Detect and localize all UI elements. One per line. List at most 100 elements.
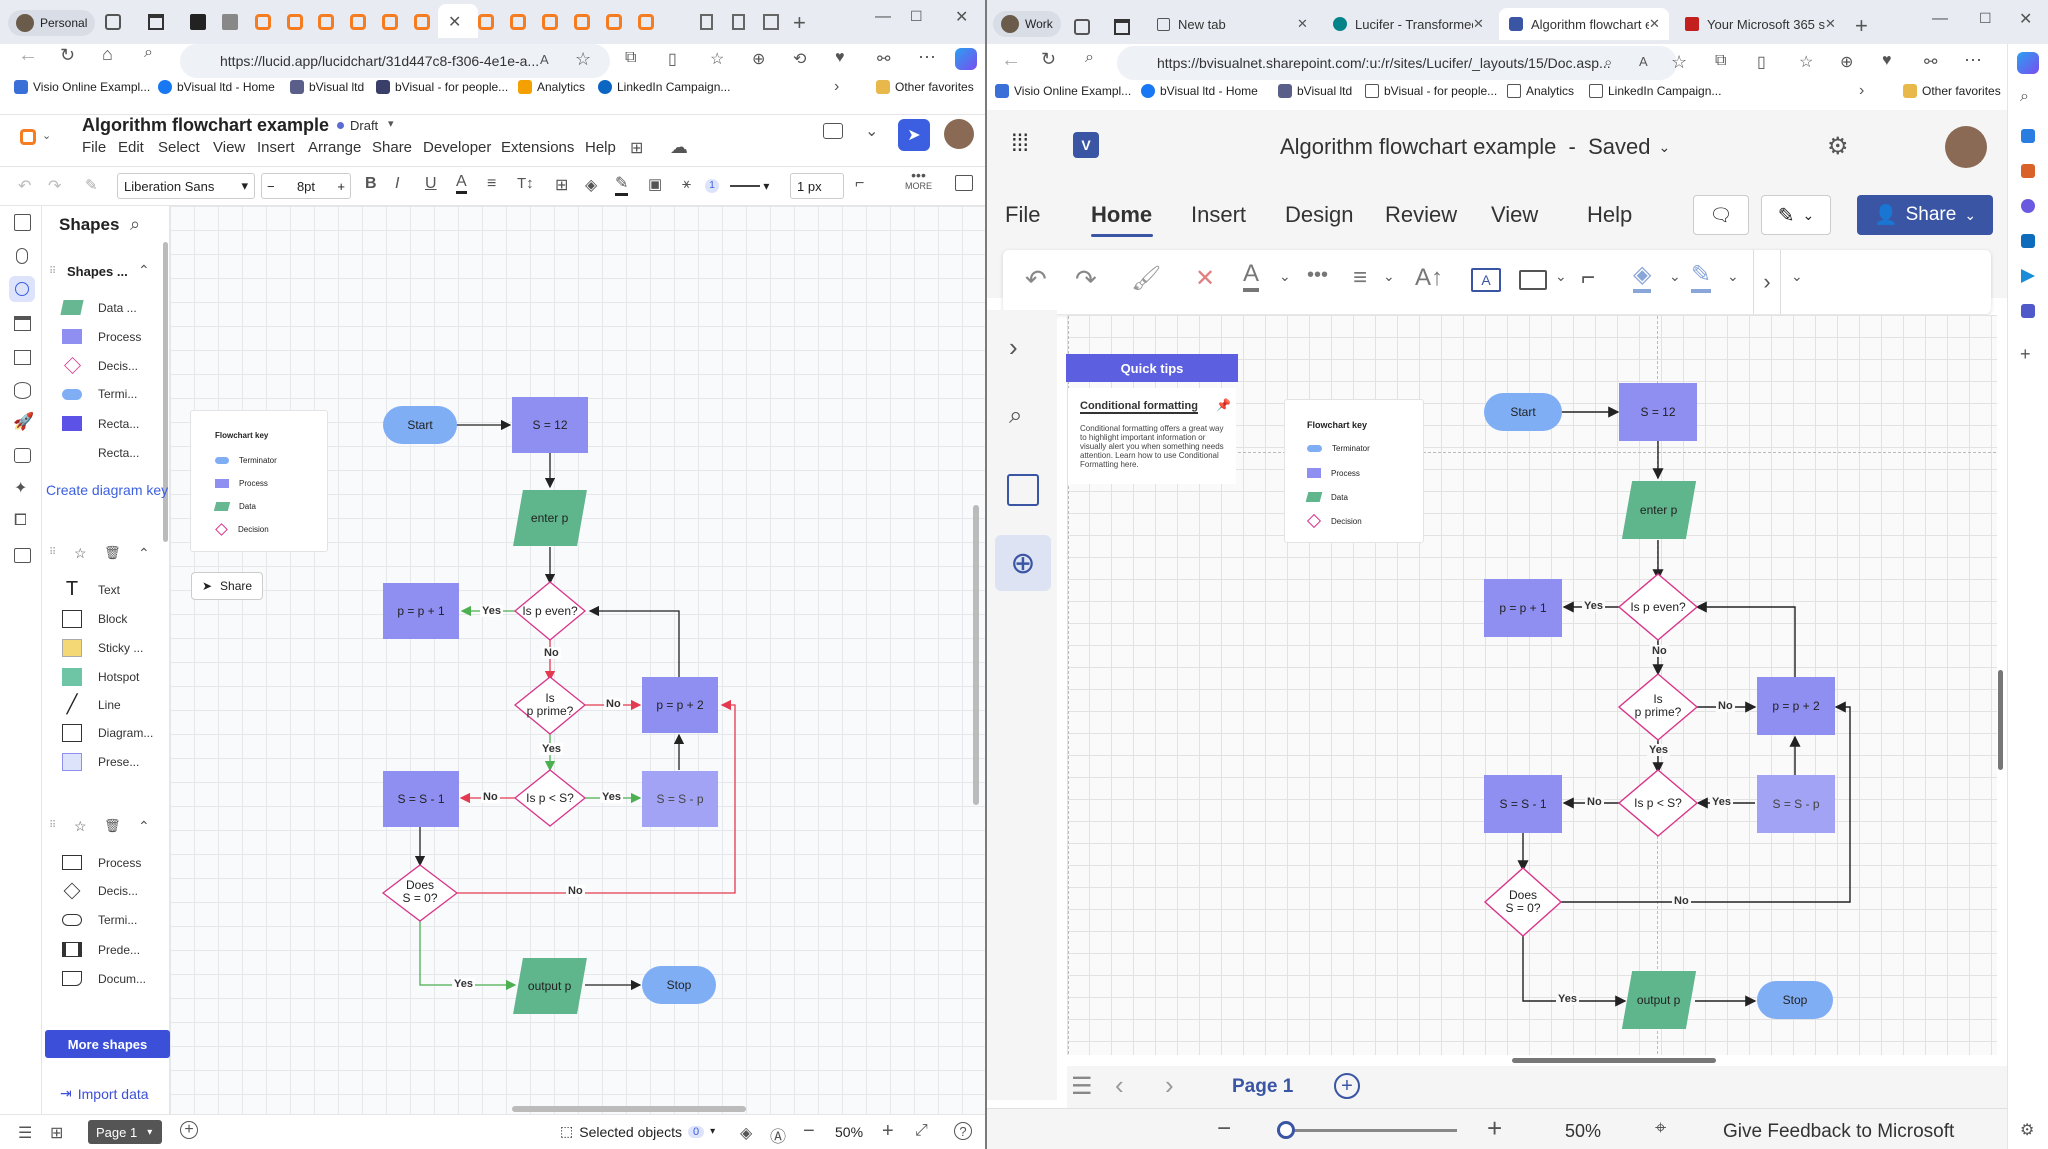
refresh-icon[interactable]: ↻ bbox=[1041, 49, 1057, 69]
font-color-icon[interactable]: A bbox=[1243, 260, 1260, 292]
more-button[interactable]: ••• MORE bbox=[905, 168, 932, 191]
decision-less[interactable]: Is p < S? bbox=[1634, 795, 1682, 810]
panel-toggle-icon[interactable] bbox=[955, 175, 973, 191]
grid-view-icon[interactable]: ⊞ bbox=[50, 1125, 64, 1142]
flowchart-key[interactable]: Flowchart key Terminator Process Data De… bbox=[190, 410, 328, 552]
gift-icon[interactable]: ⊞ bbox=[630, 140, 644, 157]
shape-icon[interactable]: ⊞ bbox=[555, 177, 569, 194]
pin-icon[interactable]: 📌 bbox=[1216, 398, 1231, 412]
lucid-logo[interactable] bbox=[20, 129, 36, 145]
lucid-tab-icon[interactable] bbox=[414, 14, 430, 30]
help-icon[interactable]: ? bbox=[954, 1122, 972, 1140]
more-icon[interactable]: ⋯ bbox=[1964, 50, 1982, 70]
fav-item[interactable]: Visio Online Exampl... bbox=[995, 84, 1131, 98]
canvas-hscrollbar[interactable] bbox=[512, 1106, 746, 1112]
chevron-down-icon[interactable]: ⌄ bbox=[42, 130, 52, 142]
shape-item[interactable]: Process bbox=[62, 329, 141, 344]
ai-icon[interactable]: ✦ bbox=[14, 480, 28, 497]
share-link-icon[interactable]: ⚯ bbox=[1924, 54, 1938, 71]
maximize-icon[interactable]: ☐ bbox=[910, 8, 923, 24]
chevron-right-icon[interactable]: › bbox=[834, 78, 840, 95]
trash-icon[interactable]: 🗑 bbox=[104, 545, 121, 560]
shape-item[interactable]: Decis... bbox=[62, 882, 138, 900]
tools-icon[interactable] bbox=[2021, 164, 2035, 178]
canvas-vscrollbar[interactable] bbox=[973, 505, 979, 805]
tab-design[interactable]: Design bbox=[1285, 202, 1354, 227]
share-send-button[interactable]: ➤ bbox=[898, 119, 930, 151]
decision-even[interactable]: Is p even? bbox=[1630, 599, 1686, 614]
tab-algorithm[interactable]: Algorithm flowchart ex✕ bbox=[1499, 8, 1669, 40]
tab-help[interactable]: Help bbox=[1587, 202, 1633, 227]
share-link-icon[interactable]: ⚯ bbox=[877, 51, 891, 68]
outlook-icon[interactable] bbox=[2021, 234, 2035, 248]
menu-view[interactable]: View bbox=[213, 139, 246, 156]
lucid-tab-icon[interactable] bbox=[638, 14, 654, 30]
next-page-icon[interactable]: › bbox=[1165, 1070, 1174, 1100]
minimize-icon[interactable]: — bbox=[1932, 10, 1948, 27]
copilot-icon[interactable] bbox=[955, 48, 977, 70]
fav-item[interactable]: LinkedIn Campaign... bbox=[598, 80, 730, 94]
more-icon[interactable]: ⋯ bbox=[918, 47, 936, 67]
lucid-tab-icon[interactable] bbox=[478, 14, 494, 30]
more-ribbon-icon[interactable]: › bbox=[1753, 250, 1781, 314]
line-color-icon[interactable]: ✎ bbox=[615, 173, 629, 196]
integrations-icon[interactable] bbox=[14, 548, 31, 563]
star-icon[interactable]: ☆ bbox=[74, 818, 87, 834]
share-float-button[interactable]: ➤Share bbox=[191, 572, 263, 600]
chevron-right-icon[interactable]: › bbox=[1859, 82, 1865, 99]
app-tab-icon[interactable] bbox=[222, 14, 238, 30]
fit-screen-icon[interactable]: ⤢ bbox=[915, 1122, 928, 1139]
fav-item[interactable]: bVisual - for people... bbox=[1365, 84, 1497, 98]
rocket-icon[interactable]: 🚀 bbox=[13, 412, 35, 431]
feedback-link[interactable]: Give Feedback to Microsoft bbox=[1723, 1121, 1955, 1142]
scrollbar[interactable] bbox=[163, 242, 168, 542]
selected-objects[interactable]: ⬚ Selected objects 0 ▾ bbox=[560, 1123, 715, 1140]
quick-tips-header[interactable]: Quick tips bbox=[1066, 354, 1238, 382]
favorite-star-icon[interactable]: ☆ bbox=[1671, 52, 1688, 72]
pages-icon[interactable] bbox=[14, 214, 31, 231]
shape-item[interactable]: Sticky ... bbox=[62, 639, 143, 657]
lucid-tab-icon[interactable] bbox=[382, 14, 398, 30]
fav-item[interactable]: bVisual ltd bbox=[290, 80, 364, 94]
comments-button[interactable]: 🗨 bbox=[1693, 195, 1749, 235]
search-icon[interactable]: ⌕ bbox=[2020, 88, 2029, 105]
process-p1[interactable]: p = p + 1 bbox=[383, 583, 459, 639]
page-tab[interactable]: Page 1▾ bbox=[88, 1120, 162, 1144]
italic-button[interactable]: I bbox=[395, 175, 400, 192]
process-p2[interactable]: p = p + 2 bbox=[1757, 677, 1835, 735]
settings-icon[interactable]: ⚙ bbox=[1827, 133, 1849, 160]
document-title[interactable]: Algorithm flowchart example - Saved⌄ bbox=[1280, 134, 1670, 160]
section1-title[interactable]: Shapes ... bbox=[67, 264, 128, 279]
fav-item[interactable]: bVisual - for people... bbox=[376, 80, 508, 94]
shape-item[interactable]: Hotspot bbox=[62, 668, 139, 686]
add-page-icon[interactable]: + bbox=[1334, 1073, 1360, 1099]
fav-item[interactable]: bVisual ltd - Home bbox=[1141, 84, 1258, 98]
text-size-icon[interactable]: A↑ bbox=[1415, 264, 1444, 291]
search-icon[interactable]: ⌕ bbox=[1009, 402, 1023, 429]
close-tab-icon[interactable]: ✕ bbox=[1473, 16, 1484, 31]
new-tab-icon[interactable]: + bbox=[1855, 13, 1868, 38]
fill-icon[interactable]: ◈ bbox=[1633, 260, 1652, 293]
menu-select[interactable]: Select bbox=[158, 139, 200, 156]
split-screen-icon[interactable]: ▯ bbox=[668, 51, 677, 68]
minus-icon[interactable]: − bbox=[267, 178, 275, 194]
fav-item[interactable]: Analytics bbox=[1507, 84, 1574, 98]
data-output-p[interactable]: output p bbox=[1621, 971, 1697, 1029]
menu-edit[interactable]: Edit bbox=[118, 139, 144, 156]
copilot-icon[interactable] bbox=[2017, 52, 2039, 74]
textbox-icon[interactable]: A bbox=[1471, 268, 1501, 292]
visio-logo[interactable]: V bbox=[1073, 132, 1099, 158]
redo-icon[interactable]: ↷ bbox=[48, 178, 62, 195]
shape-icon[interactable] bbox=[1519, 270, 1547, 290]
favorites-icon[interactable]: ☆ bbox=[710, 51, 725, 68]
history-icon[interactable]: ⟲ bbox=[793, 51, 807, 68]
search-icon[interactable]: ⌕ bbox=[144, 44, 153, 61]
zoom-out-icon[interactable]: − bbox=[803, 1120, 815, 1142]
favorite-star-icon[interactable]: ☆ bbox=[575, 49, 592, 69]
address-bar[interactable]: https://lucid.app/lucidchart/31d447c8-f3… bbox=[180, 44, 610, 78]
performance-icon[interactable]: ♥ bbox=[1882, 52, 1892, 69]
zoom-icon[interactable]: ⌕ bbox=[1604, 54, 1613, 71]
home-icon[interactable]: ⌂ bbox=[102, 44, 113, 64]
